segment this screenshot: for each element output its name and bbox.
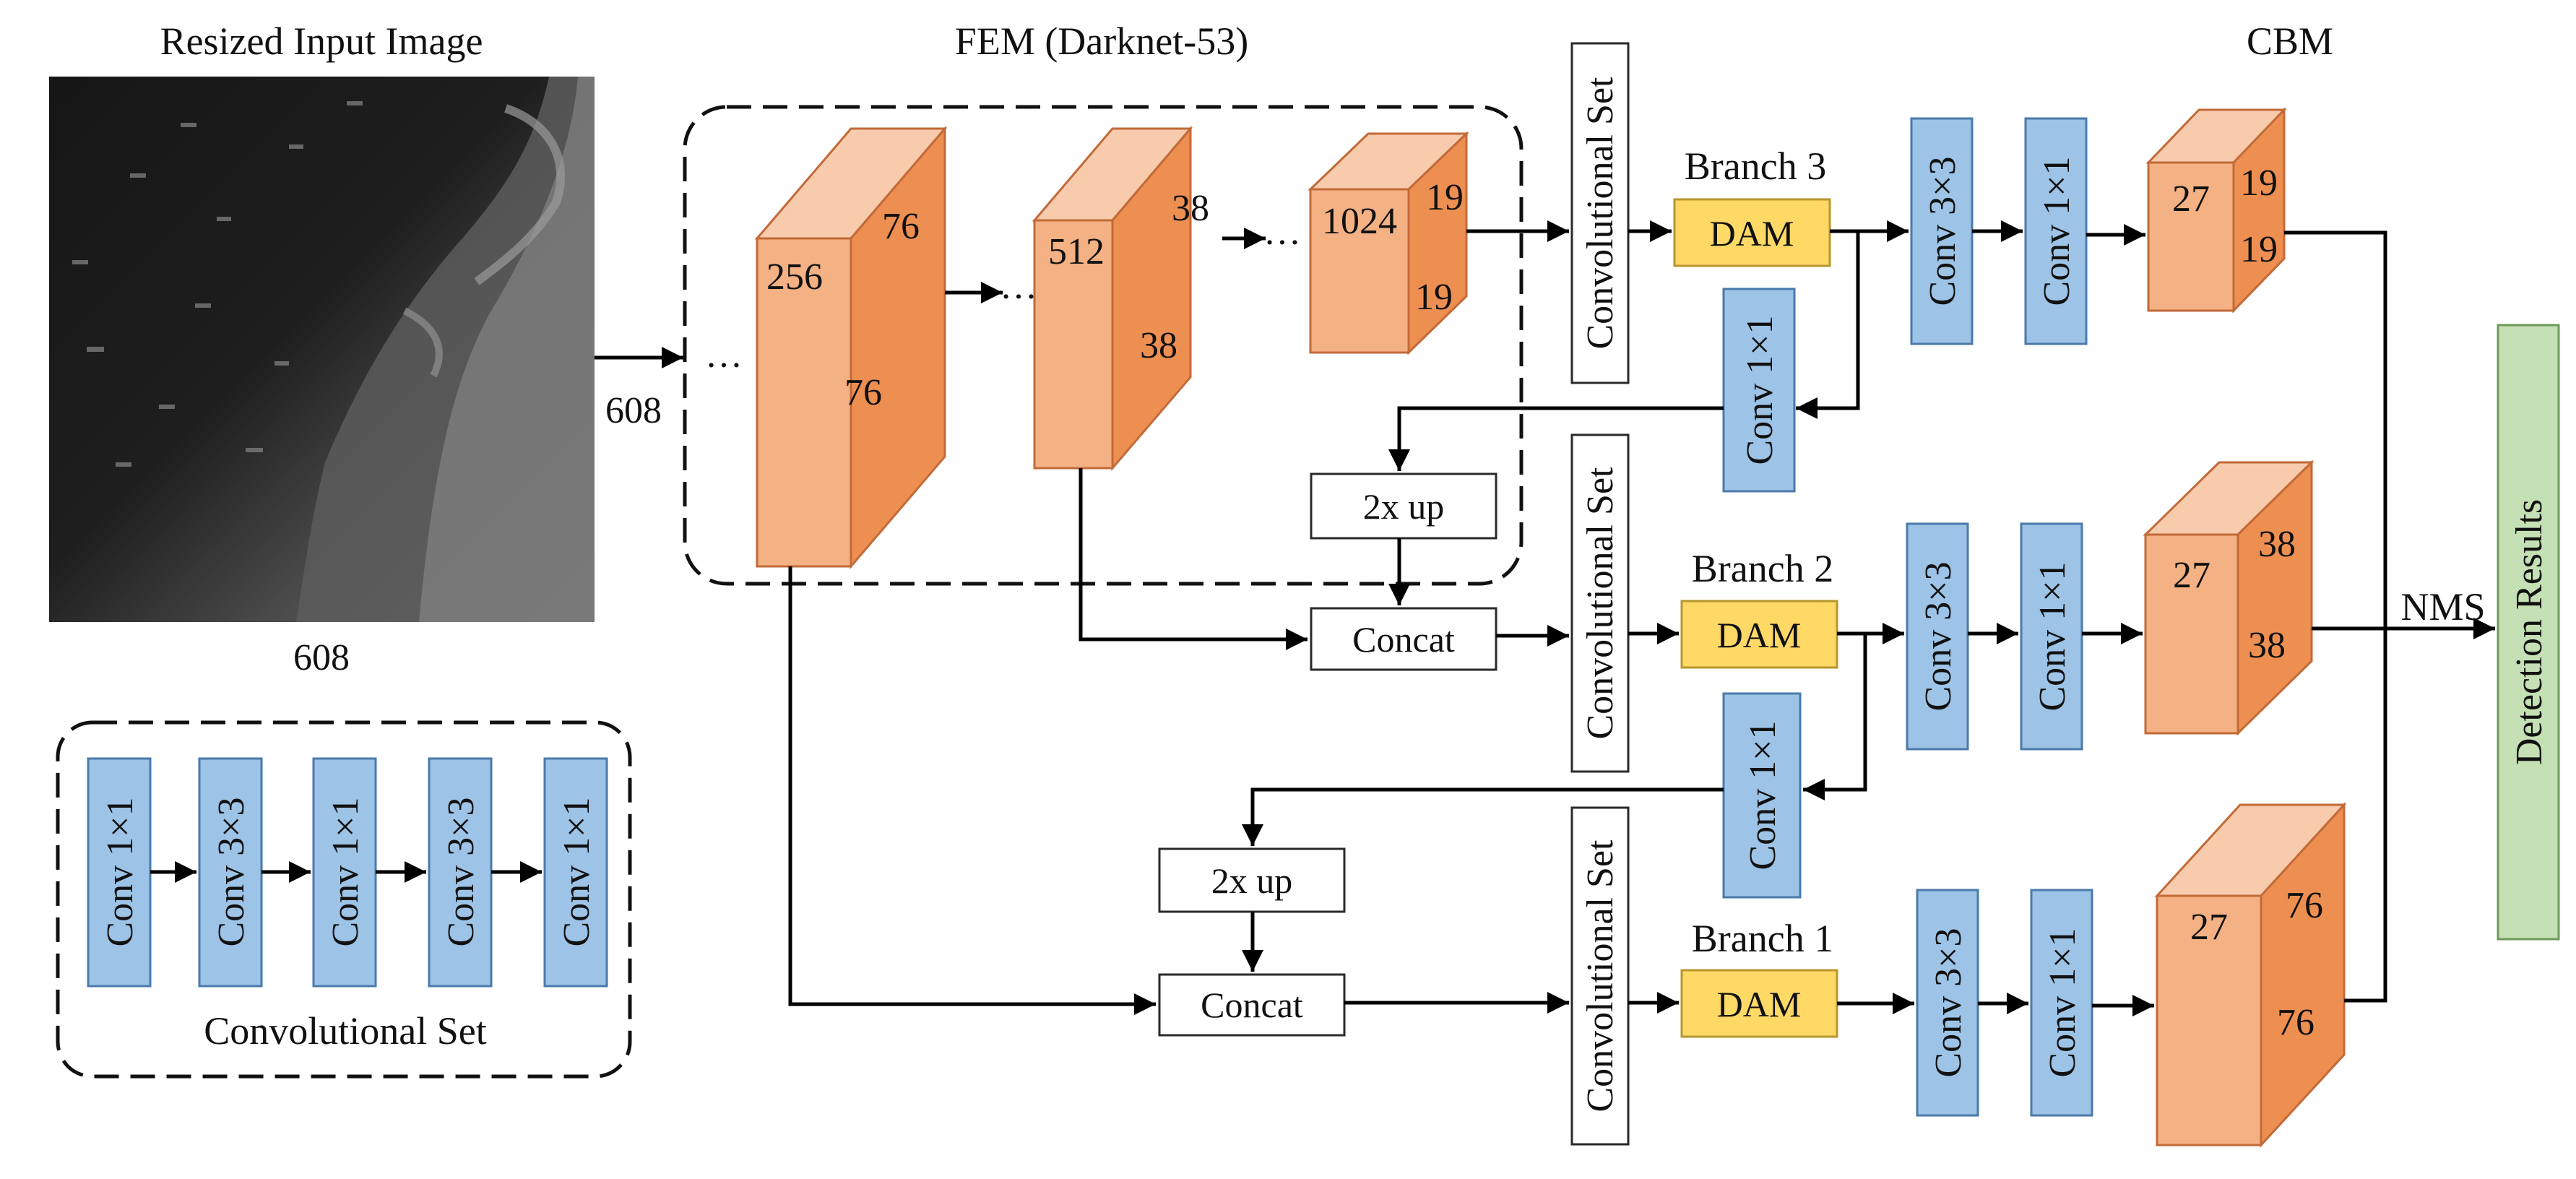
legend-conv-4-label: Conv 3×3 <box>441 797 482 946</box>
cbm-3-size-a: 19 <box>2240 163 2278 204</box>
cbm-output-block-3 <box>2145 107 2287 314</box>
concat-box-2-label: Concat <box>1201 985 1303 1025</box>
cbm-1-channels: 27 <box>2190 907 2228 948</box>
branch-2-lateral-conv1x1-label: Conv 1×1 <box>1742 720 1784 870</box>
branch-1-conv3x3-label: Conv 3×3 <box>1928 928 1969 1077</box>
lateral-3-to-upsample-arrow <box>1388 406 1724 471</box>
legend-conv-4 <box>428 757 493 988</box>
input-height-label: 608 <box>293 637 350 678</box>
legend-convolutional-set-border <box>56 720 632 1079</box>
cbm-2-size-a: 38 <box>2258 524 2296 565</box>
fem-ellipsis-start: … <box>705 334 743 376</box>
cbm-title: CBM <box>2247 20 2333 63</box>
branch-3-dam <box>1673 198 1831 267</box>
legend-conv-2 <box>198 757 263 988</box>
upsample-box-1 <box>1310 472 1497 540</box>
branch-2-conv3x3-label: Conv 3×3 <box>1918 561 1959 711</box>
branch-3-lateral-conv1x1 <box>1722 288 1796 493</box>
cbm-2-size-b: 38 <box>2248 625 2286 666</box>
legend-conv-1 <box>87 757 152 988</box>
concat-box-1 <box>1310 607 1497 671</box>
branch-2-label: Branch 2 <box>1692 547 1833 590</box>
convolutional-set-2-label: Convolutional Set <box>1580 467 1621 740</box>
fem-block-3-size-b: 19 <box>1415 277 1453 318</box>
branch-2-lateral-conv1x1 <box>1722 692 1802 899</box>
nms-label: NMS <box>2400 585 2485 629</box>
branch-2-conv1x1-label: Conv 1×1 <box>2032 561 2073 711</box>
cbm-1-size-b: 76 <box>2277 1002 2314 1043</box>
cbm-3-channels: 27 <box>2172 178 2210 220</box>
fem-ellipsis-1: … <box>1000 266 1037 307</box>
concat-box-2 <box>1158 973 1346 1037</box>
legend-conv-3-label: Conv 1×1 <box>325 797 366 946</box>
branch-1-label: Branch 1 <box>1692 917 1833 960</box>
branch-3-label: Branch 3 <box>1685 144 1826 188</box>
branch-2-dam-label: DAM <box>1717 615 1802 655</box>
fem-title: FEM (Darknet-53) <box>955 20 1248 63</box>
detection-results-label: Detection Results <box>2509 499 2550 765</box>
branch-3-lateral-conv1x1-label: Conv 1×1 <box>1739 315 1781 465</box>
upsample-box-2-label: 2x up <box>1211 860 1293 901</box>
fem-block-1-size-a: 76 <box>882 206 920 247</box>
concat-box-1-label: Concat <box>1352 619 1455 660</box>
input-satellite-image <box>49 77 595 622</box>
fem-feature-block-1 <box>754 125 948 570</box>
legend-conv-5 <box>543 757 608 988</box>
input-image-title: Resized Input Image <box>160 20 483 63</box>
branch-1-dam-label: DAM <box>1717 984 1802 1024</box>
branch-1-dam <box>1680 969 1838 1038</box>
fem-1-to-concat-arrow <box>788 566 1156 1015</box>
fem-block-1-channels: 256 <box>766 256 823 298</box>
branch-2-dam <box>1680 600 1838 669</box>
branch-2-conv1x1 <box>2020 522 2083 751</box>
branch-1-conv1x1-label: Conv 1×1 <box>2042 928 2083 1077</box>
branch-3-conv3x3-label: Conv 3×3 <box>1922 156 1963 306</box>
cbm-2-channels: 27 <box>2173 555 2210 596</box>
legend-conv-5-label: Conv 1×1 <box>556 797 597 946</box>
branch-3-dam-label: DAM <box>1710 213 1794 254</box>
branch-3-conv1x1-label: Conv 1×1 <box>2036 156 2078 306</box>
legend-conv-1-label: Conv 1×1 <box>100 797 141 946</box>
fem-block-3-channels: 1024 <box>1322 201 1397 242</box>
branch-3-lateral-arrow <box>1796 231 1860 419</box>
branch-2-conv3x3 <box>1906 522 1969 751</box>
lateral-2-to-upsample-arrow <box>1242 787 1724 846</box>
detection-results-box <box>2497 324 2560 941</box>
legend-conv-3 <box>312 757 377 988</box>
fem-feature-block-2 <box>1032 125 1193 472</box>
fem-block-3-size-a: 19 <box>1426 177 1464 218</box>
fem-block-2-channels: 512 <box>1048 231 1105 272</box>
legend-title: Convolutional Set <box>204 1009 487 1053</box>
convolutional-set-3-label: Convolutional Set <box>1580 77 1621 350</box>
branch-1-conv1x1 <box>2030 889 2093 1117</box>
convolutional-set-3 <box>1570 42 1630 384</box>
convolutional-set-1-label: Convolutional Set <box>1580 839 1621 1113</box>
fem-block-2-size-a: 38 <box>1172 188 1209 229</box>
fem-block-2-size-b: 38 <box>1140 325 1177 366</box>
legend-layers: Conv 1×1 Conv 3×3 Conv 1×1 Conv 3×3 Conv… <box>87 757 608 988</box>
cbm-3-size-b: 19 <box>2240 229 2278 270</box>
convolutional-set-1 <box>1570 806 1630 1146</box>
branch-2-lateral-arrow <box>1803 634 1867 800</box>
input-width-label: 608 <box>605 390 662 431</box>
cbm-output-block-2 <box>2143 459 2314 736</box>
fem-ellipsis-2: … <box>1263 212 1301 253</box>
convolutional-set-2 <box>1570 433 1630 773</box>
upsample-box-1-label: 2x up <box>1363 486 1445 527</box>
cbm-output-block-1 <box>2154 802 2347 1148</box>
branch-3-conv3x3 <box>1910 117 1974 345</box>
upsample-box-2 <box>1158 847 1346 913</box>
fem-feature-block-3 <box>1308 131 1469 355</box>
fem-block-1-size-b: 76 <box>844 372 882 413</box>
fem-region-border <box>683 105 1523 586</box>
legend-conv-2-label: Conv 3×3 <box>211 797 252 946</box>
branch-3-conv1x1 <box>2024 117 2088 345</box>
fem-2-to-concat-arrow <box>1079 468 1308 650</box>
branch-1-conv3x3 <box>1916 889 1979 1117</box>
cbm-1-size-a: 76 <box>2286 885 2323 926</box>
cbm-merge-line <box>2284 230 2387 1003</box>
